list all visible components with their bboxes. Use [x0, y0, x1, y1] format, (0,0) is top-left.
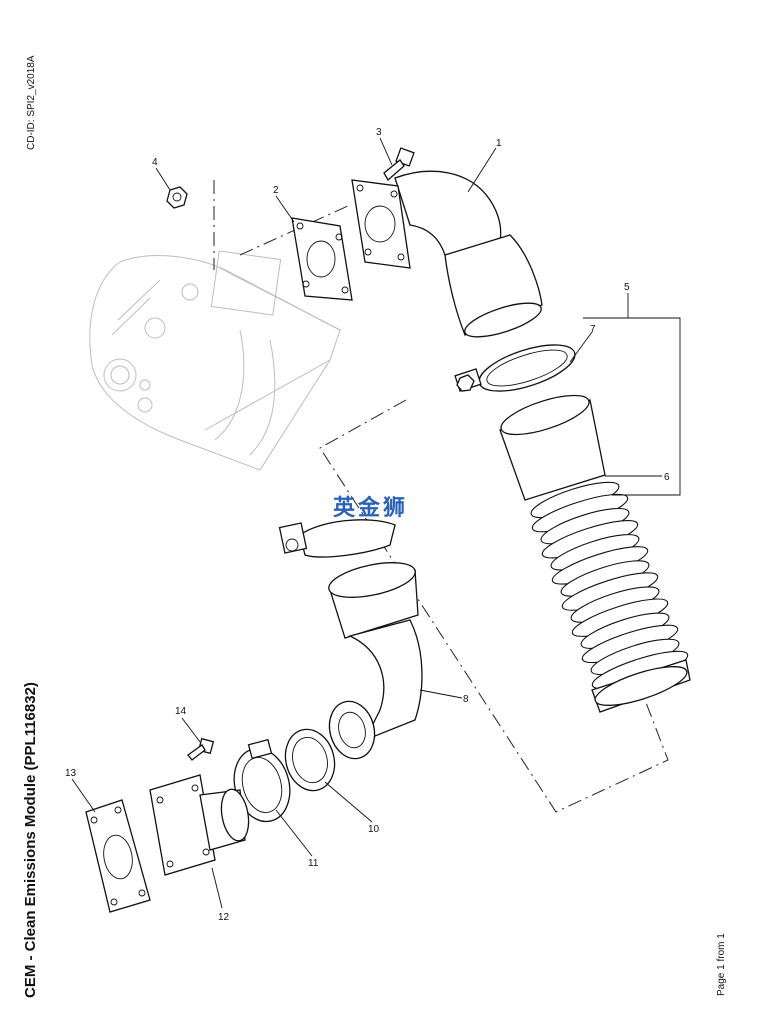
- part-13-gasket: [85, 799, 151, 913]
- part-1-elbow-pipe: [351, 170, 543, 338]
- group-bracket-5: [583, 317, 681, 496]
- callout-7: 7: [590, 324, 596, 335]
- callout-11: 11: [308, 858, 319, 869]
- callout-6: 6: [664, 472, 670, 483]
- callout-10: 10: [368, 824, 380, 835]
- part-12-flange-adapter: [149, 774, 250, 876]
- callout-14: 14: [175, 706, 187, 717]
- callout-3: 3: [376, 127, 382, 138]
- callout-1: 1: [496, 138, 502, 149]
- callout-2: 2: [273, 185, 279, 196]
- part-14-bolt: [187, 737, 215, 761]
- part-7-clamp: [454, 344, 576, 392]
- callout-5: 5: [624, 282, 630, 293]
- assembly-boundary: [319, 399, 669, 813]
- callout-13: 13: [65, 768, 77, 779]
- part-3-bolt: [383, 147, 415, 182]
- watermark-logo: 英金狮: [333, 496, 409, 521]
- part-2-gasket: [291, 217, 353, 301]
- part-6-flex-pipe: [499, 394, 691, 713]
- callout-12: 12: [218, 912, 230, 923]
- part-4-nut: [166, 186, 188, 209]
- part-8-elbow-pipe: [328, 562, 423, 760]
- cem-module-ghost: [89, 250, 341, 471]
- part-10-seal-ring: [284, 728, 336, 792]
- callout-8: 8: [463, 694, 469, 705]
- leader-lines: [71, 137, 662, 909]
- callout-4: 4: [152, 157, 158, 168]
- callout-labels: 1 2 3 4 5 6 7 8 10 11 12 13 14: [65, 127, 670, 923]
- clamp-pipe-8-upper: [278, 519, 396, 558]
